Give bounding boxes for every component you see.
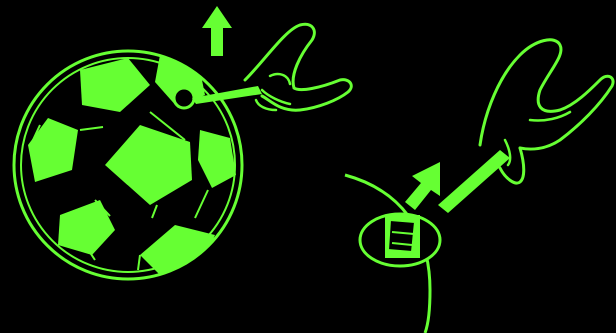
valve-icon [358, 212, 442, 268]
ball-curve-icon [344, 173, 432, 333]
soccer-ball-icon [12, 49, 244, 281]
up-arrow-icon [405, 162, 440, 210]
hand-holding-needle-icon [192, 22, 353, 112]
hand-holding-needle-icon [438, 38, 615, 213]
valve-ring-icon [172, 86, 196, 110]
up-arrow-icon [202, 6, 232, 56]
